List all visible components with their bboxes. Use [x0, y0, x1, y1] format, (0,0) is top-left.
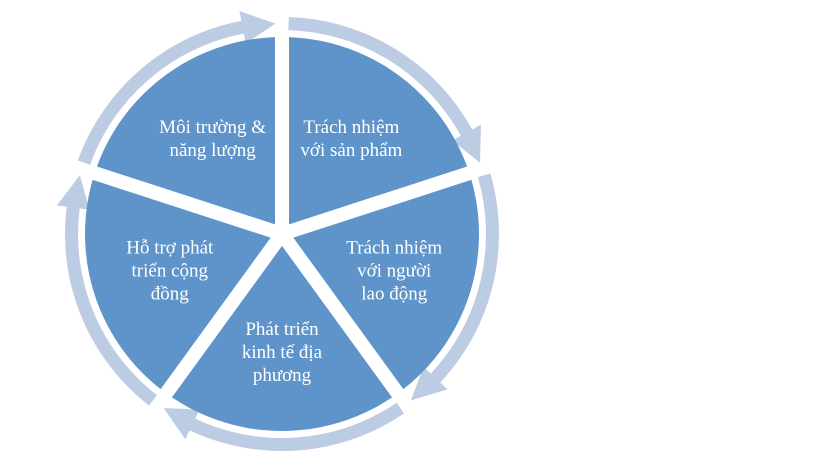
cycle-arrow-3	[163, 402, 404, 452]
segment-label-line: Trách nhiệm	[303, 117, 399, 138]
segment-separator	[88, 165, 285, 241]
cycle-arrow-5	[77, 11, 276, 165]
segment-label-line: với người	[357, 260, 431, 281]
cycle-arrow-1	[288, 17, 481, 163]
segment-group	[85, 33, 479, 431]
segment-label-line: năng lượng	[169, 140, 256, 161]
segment-label-line: lao động	[361, 283, 427, 304]
segment-label-line: Trách nhiệm	[346, 237, 442, 258]
segment-separator	[158, 229, 288, 401]
segment-label-line: đồng	[151, 283, 190, 304]
segment-label-5: Môi trường &năng lượng	[159, 117, 266, 161]
segment-separator	[276, 229, 406, 401]
segment-label-line: triển cộng	[132, 260, 209, 281]
segment-label-line: Môi trường &	[159, 117, 266, 138]
segment-label-line: Phát triển	[245, 319, 319, 340]
center-hub	[278, 230, 286, 238]
segment-label-line: với sản phẩm	[300, 140, 402, 161]
segment-label-line: phương	[253, 365, 312, 386]
cycle-arrow-2	[411, 173, 499, 401]
segment-separator	[279, 165, 476, 241]
arrow-ring	[56, 11, 499, 452]
segment-label-line: kinh tế địa	[242, 342, 323, 363]
cycle-arrow-4	[56, 175, 157, 406]
segment-label-line: Hỗ trợ phát	[126, 237, 214, 258]
